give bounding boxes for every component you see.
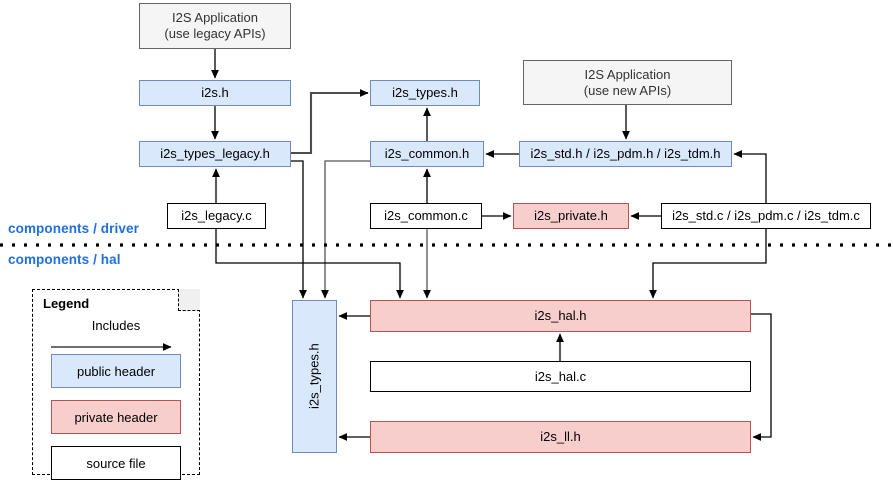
node-i2s-types-h-top[interactable]: i2s_types.h: [370, 80, 480, 106]
node-app-new[interactable]: I2S Application(use new APIs): [523, 60, 732, 105]
legend-item-private-header: private header: [51, 400, 181, 434]
node-app-legacy[interactable]: I2S Application(use legacy APIs): [139, 3, 291, 49]
node-i2s-private-h[interactable]: i2s_private.h: [513, 203, 629, 229]
node-label: I2S Application(use legacy APIs): [164, 10, 266, 41]
edge-hal-h-to-ll-h: [751, 313, 772, 441]
node-i2s-types-legacy-h[interactable]: i2s_types_legacy.h: [139, 141, 291, 167]
legend-includes-label: Includes: [91, 318, 141, 333]
node-label: I2S Application(use new APIs): [583, 66, 672, 98]
node-i2s-common-h[interactable]: i2s_common.h: [370, 141, 484, 167]
node-i2s-hal-h[interactable]: i2s_hal.h: [370, 300, 751, 332]
legend-includes-arrow: [51, 343, 172, 351]
node-i2s-ll-h[interactable]: i2s_ll.h: [370, 421, 751, 453]
legend-title: Legend: [43, 296, 90, 311]
node-i2s-hal-c[interactable]: i2s_hal.c: [370, 361, 751, 392]
node-i2s-types-h-vertical[interactable]: i2s_types.h: [292, 300, 337, 453]
legend-item-source-file: source file: [51, 446, 181, 480]
edge-types-legacy-to-types-vert: [291, 160, 307, 299]
edge-std-c-to-std-h: [733, 150, 767, 203]
node-i2s-std-c[interactable]: i2s_std.c / i2s_pdm.c / i2s_tdm.c: [661, 203, 871, 229]
edge-types-legacy-to-types-h: [291, 89, 369, 155]
node-i2s-common-c[interactable]: i2s_common.c: [370, 203, 482, 229]
edge-common-h-to-types-vert: [321, 160, 370, 299]
node-i2s-h[interactable]: i2s.h: [139, 80, 291, 106]
divider-label-hal: components / hal: [8, 252, 121, 267]
legend: Legend Includes public header private he…: [32, 289, 200, 480]
node-i2s-legacy-c[interactable]: i2s_legacy.c: [167, 203, 266, 229]
legend-fold-corner: [178, 289, 200, 311]
divider-label-driver: components / driver: [8, 221, 139, 236]
edge-std-c-to-hal-h: [649, 229, 767, 299]
node-i2s-std-h[interactable]: i2s_std.h / i2s_pdm.h / i2s_tdm.h: [519, 141, 732, 167]
edge-legacy-c-to-hal-h: [215, 229, 404, 299]
legend-item-public-header: public header: [51, 354, 181, 388]
